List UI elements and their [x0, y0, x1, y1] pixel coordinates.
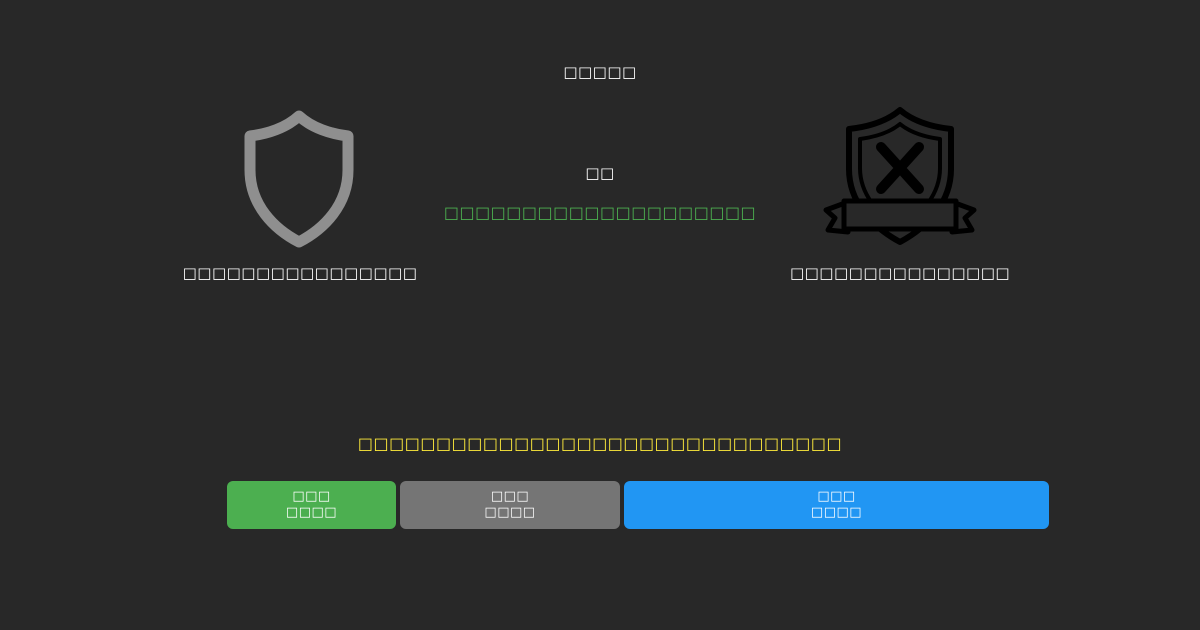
- action-button-blue-line2: □□□□: [810, 505, 863, 520]
- left-shield-caption: □□□□□□□□□□□□□□□□: [182, 264, 418, 282]
- action-button-green-line1: □□□: [292, 489, 331, 504]
- status-label: □□: [585, 164, 615, 182]
- right-shield-wrap: [817, 105, 983, 257]
- action-button-gray-line1: □□□: [490, 489, 530, 504]
- action-button-gray[interactable]: □□□ □□□□: [400, 481, 620, 529]
- warning-text: □□□□□□□□□□□□□□□□□□□□□□□□□□□□□□□: [357, 434, 843, 453]
- left-shield-wrap: [240, 108, 358, 254]
- action-button-blue[interactable]: □□□ □□□□: [624, 481, 1049, 529]
- action-button-blue-line1: □□□: [817, 489, 856, 504]
- action-button-green[interactable]: □□□ □□□□: [227, 481, 396, 529]
- shield-x-badge-icon: [823, 107, 977, 245]
- right-shield-caption: □□□□□□□□□□□□□□□: [789, 264, 1011, 282]
- status-message: □□□□□□□□□□□□□□□□□□□□: [443, 203, 757, 222]
- page-title: □□□□□: [563, 63, 637, 81]
- action-button-green-line2: □□□□: [285, 505, 338, 520]
- shield-outline-icon: [244, 110, 354, 248]
- action-button-gray-line2: □□□□: [484, 505, 536, 520]
